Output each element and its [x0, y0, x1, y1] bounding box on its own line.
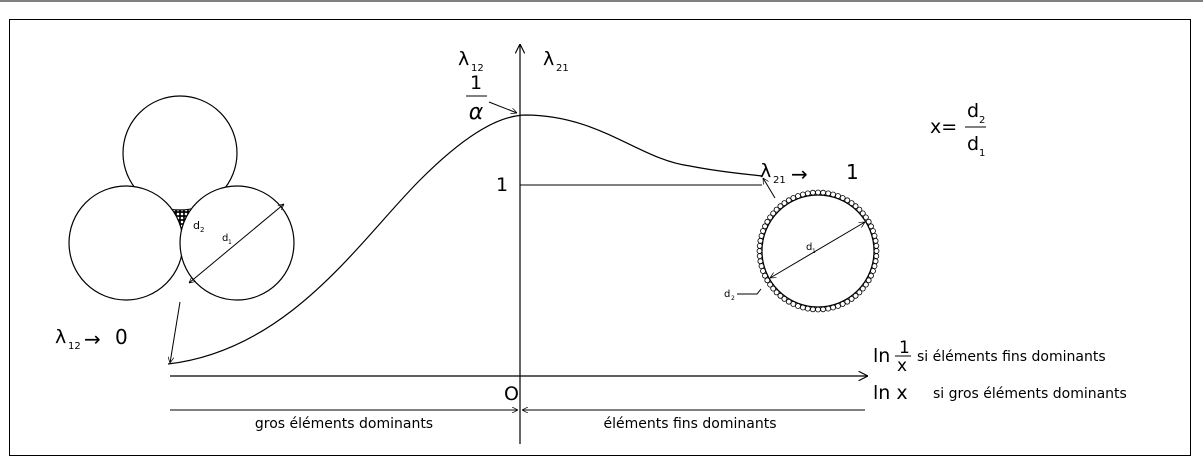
fine-particle	[176, 212, 180, 216]
svg-text:x: x	[897, 356, 907, 376]
fine-particle	[810, 189, 816, 196]
svg-text:2: 2	[731, 295, 735, 302]
svg-text:d: d	[967, 133, 979, 155]
svg-text:ln: ln	[873, 345, 890, 367]
right-d2-leader	[737, 288, 762, 295]
svg-text:d: d	[222, 233, 228, 244]
gros-region-label: gros éléments dominants	[255, 416, 433, 432]
svg-text:d: d	[193, 219, 200, 232]
svg-text:1: 1	[812, 248, 816, 255]
svg-text:ln x: ln x	[873, 382, 908, 404]
fine-particle	[820, 306, 826, 313]
svg-text:0: 0	[115, 325, 128, 349]
left-circle	[68, 185, 184, 301]
large-circle	[761, 194, 875, 308]
top-circle	[122, 95, 238, 211]
fine-particle	[820, 189, 826, 196]
lambda-curve	[167, 114, 763, 365]
lambda21-axis-label: λ 21	[543, 48, 569, 74]
svg-text:2: 2	[200, 226, 204, 234]
right-d1-label: d 1	[806, 242, 816, 255]
fins-region-label: éléments fins dominants	[604, 416, 777, 432]
svg-text:λ: λ	[760, 160, 771, 182]
svg-text:d: d	[806, 242, 812, 253]
lambda12-limit-label: λ 12 → 0	[55, 325, 128, 352]
fine-coated-particle	[756, 189, 880, 313]
large-particles-packing	[68, 95, 295, 301]
fine-particle	[815, 306, 821, 313]
ln-x-label: ln x si gros éléments dominants	[873, 382, 1127, 404]
lambda12-axis-label: λ 12	[458, 48, 484, 74]
fine-particle	[873, 253, 880, 260]
svg-text:x=: x=	[930, 116, 957, 138]
left-limit-pointer	[170, 301, 181, 363]
svg-text:→: →	[791, 162, 808, 186]
svg-text:d: d	[967, 100, 979, 122]
fine-particle	[756, 248, 763, 254]
fine-particle	[756, 242, 763, 249]
fine-particle	[773, 206, 780, 213]
svg-text:si éléments fins dominants: si éléments fins dominants	[917, 349, 1106, 365]
fine-particle	[756, 253, 763, 260]
fine-particle	[873, 248, 880, 254]
svg-text:1: 1	[470, 72, 482, 94]
fine-particle	[815, 189, 821, 196]
right-d1-dimension	[770, 221, 865, 279]
left-d1-dimension	[189, 204, 284, 283]
fine-particle	[873, 242, 880, 249]
right-d2-label: d 2	[724, 289, 735, 302]
svg-text:1: 1	[846, 160, 859, 184]
fine-particle	[856, 289, 863, 296]
svg-text:2: 2	[979, 115, 985, 126]
fine-particle	[180, 216, 184, 220]
svg-text:λ: λ	[543, 48, 554, 70]
alpha-pointer	[488, 101, 517, 113]
svg-text:d: d	[724, 289, 730, 300]
svg-text:si gros éléments dominants: si gros éléments dominants	[933, 386, 1127, 402]
fine-particle	[773, 289, 780, 296]
fine-particle	[856, 206, 863, 213]
left-d2-label: d 2	[193, 219, 204, 234]
svg-text:1: 1	[899, 338, 910, 358]
fine-particle	[180, 212, 184, 216]
svg-text:α: α	[469, 100, 484, 125]
svg-text:→: →	[84, 327, 101, 351]
svg-text:21: 21	[556, 63, 569, 74]
svg-text:λ: λ	[458, 48, 469, 70]
ln-one-over-x-label: ln 1 x si éléments fins dominants	[873, 338, 1106, 376]
lambda21-limit-label: λ 21 → 1	[760, 160, 859, 186]
svg-text:1: 1	[228, 239, 232, 246]
svg-text:1: 1	[979, 148, 985, 159]
right-limit-pointer	[762, 178, 776, 199]
svg-text:λ: λ	[55, 326, 66, 348]
svg-text:12: 12	[68, 341, 81, 352]
fine-particle	[810, 306, 816, 313]
x-definition: x= d 2 d 1	[930, 100, 986, 159]
one-tick-label: 1	[496, 174, 508, 196]
origin-label: O	[504, 383, 519, 405]
svg-text:12: 12	[471, 63, 484, 74]
left-d1-label: d 1	[222, 233, 232, 246]
one-over-alpha-label: 1 α	[466, 72, 487, 125]
svg-text:21: 21	[773, 175, 786, 186]
